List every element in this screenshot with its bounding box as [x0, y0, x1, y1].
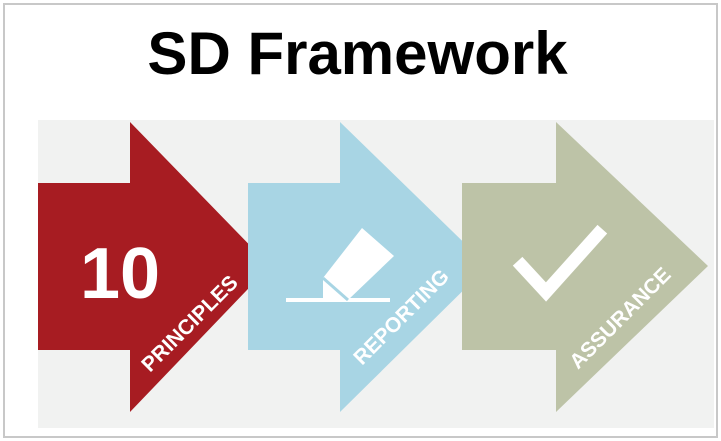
page-title: SD Framework [147, 20, 568, 87]
checkmark-icon [512, 224, 608, 302]
eraser-pencil-icon [286, 228, 394, 302]
assurance-arrow [462, 122, 708, 412]
principles-arrow [38, 122, 270, 412]
principles-number: 10 [80, 234, 160, 314]
